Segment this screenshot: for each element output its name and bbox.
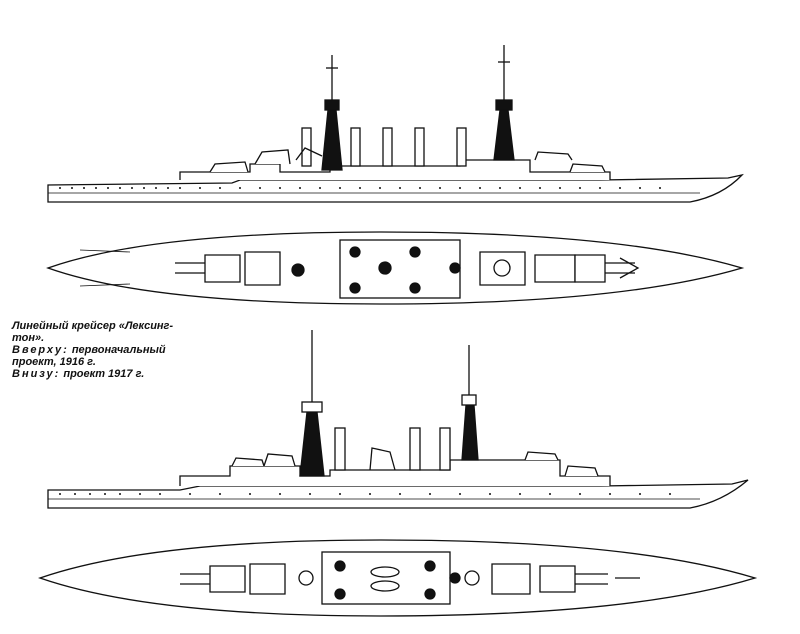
plan-1917 — [38, 539, 758, 617]
caption-bottom-text: проект 1917 г. — [60, 368, 145, 380]
caption-top-label: Вверху: — [12, 344, 69, 356]
caption-bottom-label: Внизу: — [12, 368, 61, 380]
caption-top-text: первоначальный — [68, 344, 166, 356]
caption: Линейный крейсер «Лексинг- тон». Вверху:… — [12, 320, 242, 380]
caption-title-line2: тон». — [12, 332, 45, 344]
portholes-1917 — [59, 493, 671, 495]
caption-title-line1: Линейный крейсер «Лексинг- — [12, 320, 174, 332]
caption-top-line2: проект, 1916 г. — [12, 356, 96, 368]
caption-top-line: Вверху: первоначальный — [12, 344, 242, 356]
caption-bottom-line: Внизу: проект 1917 г. — [12, 368, 242, 380]
profile-1916 — [47, 45, 744, 203]
profile-1917 — [47, 330, 749, 509]
portholes-1916 — [59, 187, 661, 189]
plan-1916 — [46, 231, 745, 305]
